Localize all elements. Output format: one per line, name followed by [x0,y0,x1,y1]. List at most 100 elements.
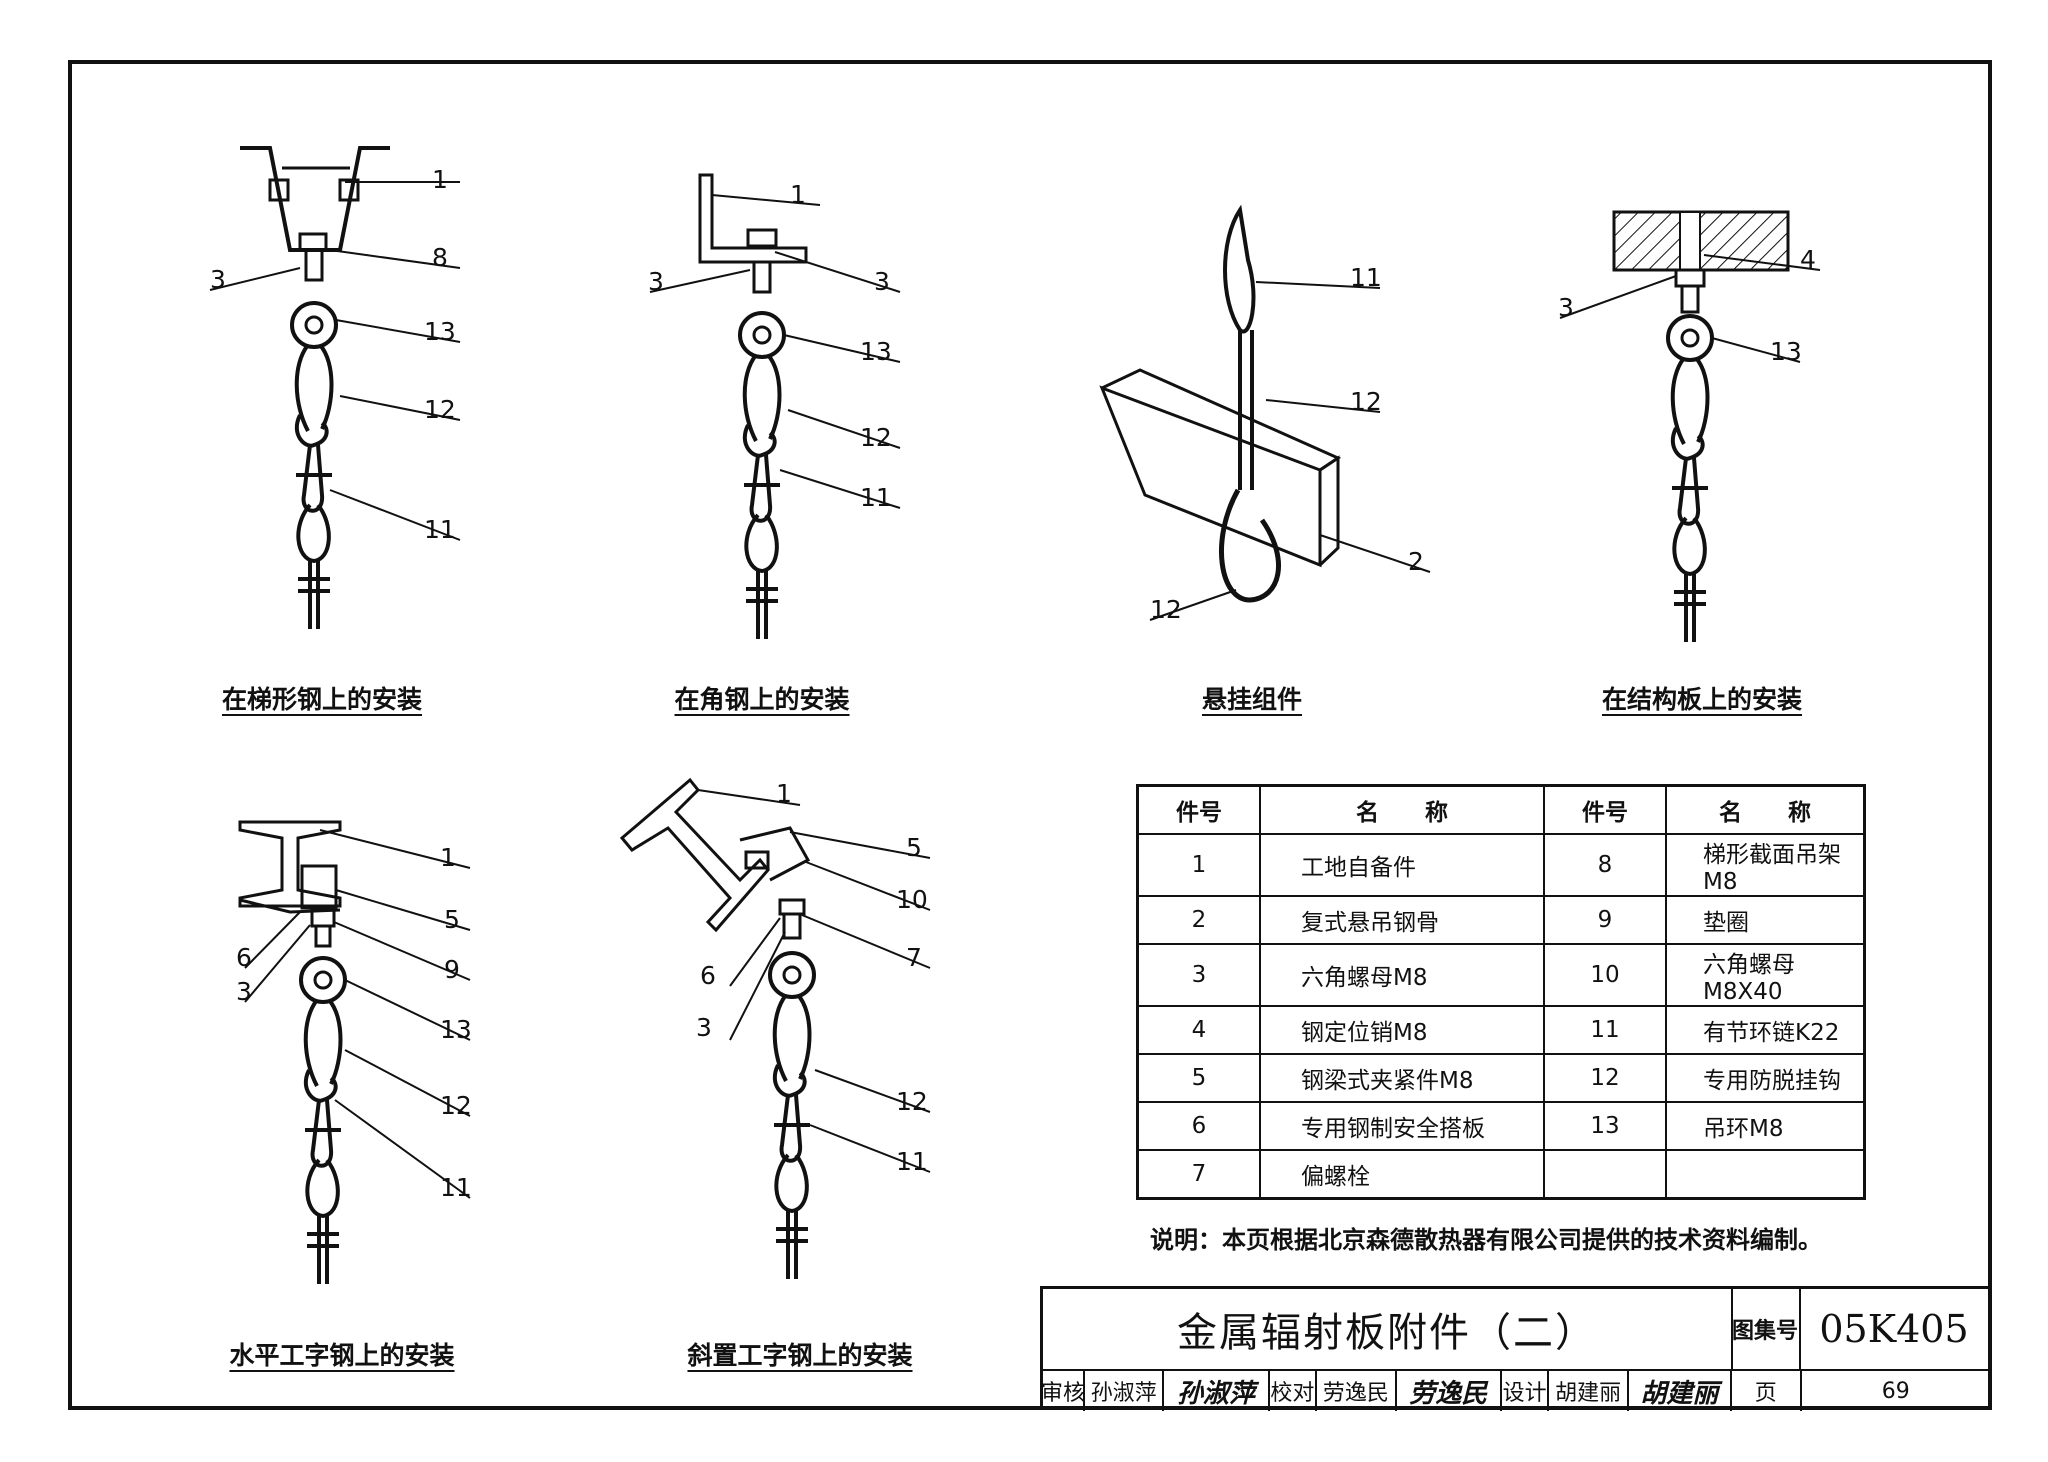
table-cell: 复式悬吊钢骨 [1259,895,1545,945]
atlas-number-label: 图集号 [1731,1289,1801,1369]
drawing-structural-slab [1559,210,1821,644]
label-13: 13 [440,1015,472,1044]
label-9: 9 [444,955,460,984]
designer-name: 胡建丽 [1549,1371,1629,1411]
drawing-suspension [1099,204,1431,621]
label-11: 11 [424,515,456,544]
label-5: 5 [906,833,922,862]
label-4: 4 [1800,245,1816,274]
label-3: 3 [1558,293,1574,322]
label-13: 13 [1770,337,1802,366]
approval-row: 审核 孙淑萍 孙淑萍 校对 劳逸民 劳逸民 设计 胡建丽 胡建丽 页 69 [1041,1369,1990,1411]
table-cell: 1 [1136,833,1261,897]
caption-suspension: 悬挂组件 [1201,685,1303,714]
table-cell: 专用防脱挂钩 [1665,1053,1866,1103]
table-cell: 11 [1543,1005,1667,1055]
table-row: 4 钢定位销M8 11 有节环链K22 [1136,1005,1866,1055]
table-cell: 梯形截面吊架M8 [1665,833,1866,897]
label-12: 12 [440,1091,472,1120]
checker-name: 劳逸民 [1317,1371,1397,1411]
table-cell: 13 [1543,1101,1667,1151]
table-cell: 六角螺母M8 [1259,943,1545,1007]
table-cell: 5 [1136,1053,1261,1103]
drawing-note: 说明：本页根据北京森德散热器有限公司提供的技术资料编制。 [1150,1226,1822,1254]
review-label: 审核 [1041,1371,1085,1411]
table-cell: 专用钢制安全搭板 [1259,1101,1545,1151]
header-cell: 件号 [1136,784,1261,835]
label-1: 1 [790,180,806,209]
table-cell: 垫圈 [1665,895,1866,945]
caption-horizontal-ibeam: 水平工字钢上的安装 [229,1341,455,1370]
table-row: 1 工地自备件 8 梯形截面吊架M8 [1136,833,1866,897]
table-cell: 偏螺栓 [1259,1149,1545,1200]
label-6: 6 [236,943,252,972]
checker-signature: 劳逸民 [1397,1371,1502,1411]
table-cell: 12 [1543,1053,1667,1103]
caption-inclined-ibeam: 斜置工字钢上的安装 [687,1341,913,1370]
label-12: 12 [1350,387,1382,416]
parts-table: 件号 名 称 件号 名 称 1 工地自备件 8 梯形截面吊架M8 2 复式悬吊钢… [1136,784,1866,1200]
table-cell: 钢定位销M8 [1259,1005,1545,1055]
drawing-angle-steel [649,173,901,641]
table-cell [1543,1149,1667,1200]
design-label: 设计 [1502,1371,1550,1411]
label-5: 5 [444,905,460,934]
table-row: 3 六角螺母M8 10 六角螺母M8X40 [1136,943,1866,1007]
label-3: 3 [236,977,252,1006]
drawing-horizontal-ibeam [238,820,471,1286]
label-3: 3 [874,267,890,296]
page-number: 69 [1881,1378,1910,1404]
label-3: 3 [696,1013,712,1042]
label-11: 11 [860,483,892,512]
table-cell: 工地自备件 [1259,833,1545,897]
label-3: 3 [210,265,226,294]
table-cell: 钢梁式夹紧件M8 [1259,1053,1545,1103]
table-row: 2 复式悬吊钢骨 9 垫圈 [1136,895,1866,945]
label-12: 12 [860,423,892,452]
table-row: 7 偏螺栓 [1136,1149,1866,1200]
atlas-number: 05K405 [1819,1307,1969,1351]
table-cell: 9 [1543,895,1667,945]
label-13: 13 [860,337,892,366]
label-1: 1 [440,843,456,872]
table-cell: 2 [1136,895,1261,945]
drawing-inclined-ibeam [619,777,931,1281]
table-row: 5 钢梁式夹紧件M8 12 专用防脱挂钩 [1136,1053,1866,1103]
header-cell: 件号 [1543,784,1667,835]
label-10: 10 [896,885,928,914]
label-12: 12 [1150,595,1182,624]
table-header-row: 件号 名 称 件号 名 称 [1136,784,1866,835]
label-1: 1 [432,165,448,194]
label-12: 12 [424,395,456,424]
label-13: 13 [424,317,456,346]
table-cell: 8 [1543,833,1667,897]
label-3: 3 [648,267,664,296]
header-cell: 名 称 [1665,784,1866,835]
table-cell: 有节环链K22 [1665,1005,1866,1055]
caption-ladder-steel: 在梯形钢上的安装 [221,685,423,714]
label-12: 12 [896,1087,928,1116]
table-cell: 六角螺母M8X40 [1665,943,1866,1007]
table-cell: 6 [1136,1101,1261,1151]
label-11: 11 [440,1173,472,1202]
label-8: 8 [432,243,448,272]
table-cell [1665,1149,1866,1200]
title-block: 金属辐射板附件（二） 图集号 05K405 审核 孙淑萍 孙淑萍 校对 劳逸民 … [1040,1286,1990,1411]
table-cell: 3 [1136,943,1261,1007]
table-cell: 吊环M8 [1665,1101,1866,1151]
label-6: 6 [700,961,716,990]
table-cell: 10 [1543,943,1667,1007]
label-2: 2 [1408,547,1424,576]
caption-structural-slab: 在结构板上的安装 [1601,685,1803,714]
label-7: 7 [906,943,922,972]
label-11: 11 [896,1147,928,1176]
drawing-frame [68,60,1992,1410]
drawing-title: 金属辐射板附件（二） [1043,1289,1733,1369]
header-cell: 名 称 [1259,784,1545,835]
table-cell: 7 [1136,1149,1261,1200]
designer-signature: 胡建丽 [1629,1371,1733,1411]
reviewer-name: 孙淑萍 [1085,1371,1165,1411]
page-label: 页 [1732,1371,1802,1411]
table-row: 6 专用钢制安全搭板 13 吊环M8 [1136,1101,1866,1151]
